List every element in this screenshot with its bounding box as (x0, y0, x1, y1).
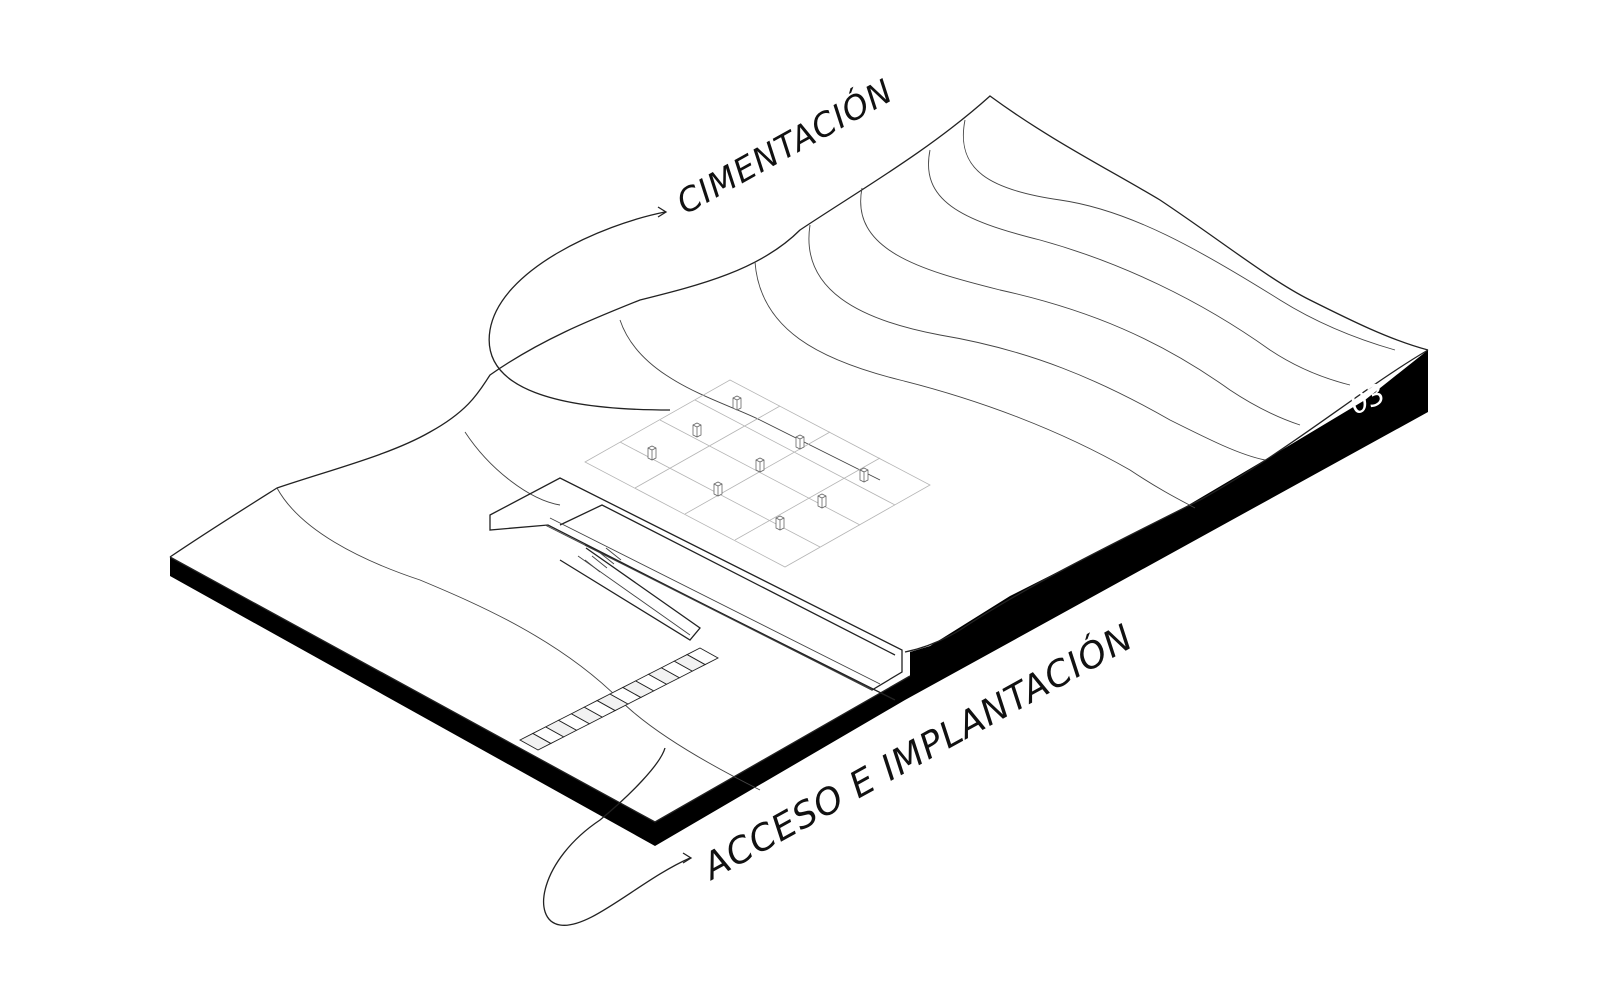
contour-4 (754, 261, 1196, 509)
leader-top (488, 211, 671, 411)
contour-lines (276, 119, 1396, 791)
channel-inner-wall (559, 504, 896, 656)
terrain-base (170, 350, 1428, 846)
footing-post (775, 515, 785, 531)
contour-2 (464, 431, 561, 506)
contour-8 (963, 119, 1396, 351)
footing-post (859, 467, 869, 483)
contour-3 (619, 319, 881, 481)
footing-post (817, 493, 827, 509)
surface-right-edge (904, 349, 1429, 653)
footing-post (647, 445, 657, 461)
base-section-right (655, 350, 1428, 846)
footing-post (755, 457, 765, 473)
contour-5 (808, 224, 1266, 461)
stair-top-marks (584, 547, 622, 573)
footing-post (713, 481, 723, 497)
contour-6 (860, 187, 1301, 426)
entry-staircase (519, 647, 719, 751)
channel-rail (544, 517, 881, 691)
footing-post (795, 434, 805, 450)
walkway-edge (559, 547, 701, 641)
access-channel (489, 477, 903, 701)
terrain-surface (169, 95, 1429, 823)
grid-outline (584, 379, 931, 568)
leader-bottom (543, 747, 691, 926)
leader-top-arrow (657, 206, 668, 218)
footing-post (732, 395, 742, 411)
foundation-grid (584, 379, 931, 568)
stair-tread (686, 647, 719, 666)
leader-lines (488, 206, 693, 926)
leader-bottom-arrow (682, 852, 693, 864)
contour-7 (928, 149, 1351, 386)
footing-post (692, 422, 702, 438)
contour-1 (276, 487, 761, 791)
grid-lines (619, 399, 896, 548)
footing-posts (647, 395, 869, 531)
label-cimentacion: CIMENTACIÓN (669, 70, 899, 222)
surface-outline (169, 95, 1429, 823)
base-front-left (170, 557, 655, 846)
channel-outer (489, 477, 903, 691)
